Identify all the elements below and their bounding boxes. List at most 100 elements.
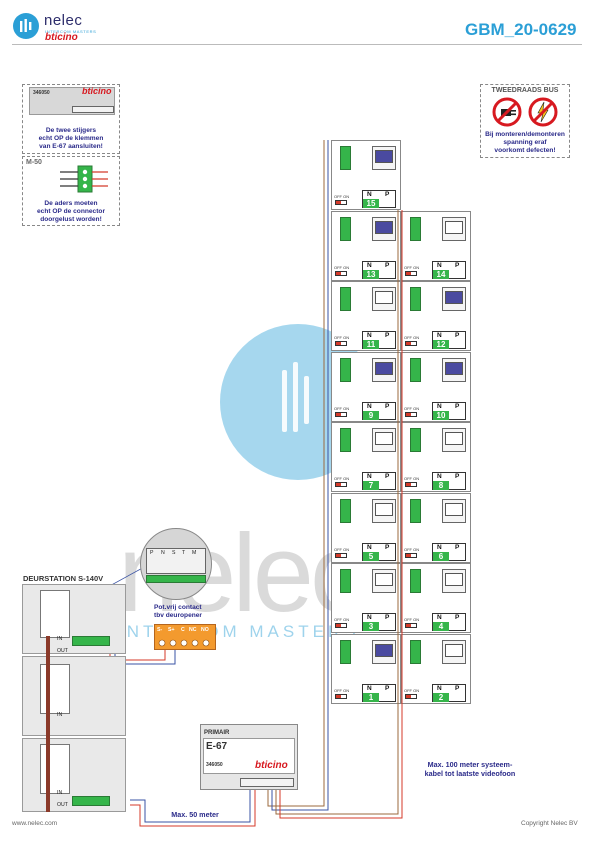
monitor-number: 11 <box>363 340 379 349</box>
dip-switch-knob <box>336 553 341 557</box>
door-cable-riser <box>46 636 50 812</box>
np-label-n: N <box>367 684 372 692</box>
monitor-screen <box>375 643 393 657</box>
conn-term-m: M <box>192 550 197 556</box>
monitor-screen <box>375 573 393 586</box>
monitor-connector <box>410 357 421 382</box>
door-terminal-block-1 <box>72 636 110 646</box>
monitor-unit-10: N P 10 OFF ON <box>401 351 471 422</box>
monitor-unit-4: N P 4 OFF ON <box>401 563 471 633</box>
monitor-screen <box>375 150 393 163</box>
dip-switch-knob <box>336 412 341 416</box>
note-stijgers-line3: van E-67 aansluiten! <box>39 143 103 150</box>
note-m50-line2: echt OP de connector <box>36 208 106 215</box>
np-label-p: P <box>385 473 390 480</box>
conn-term-t: T <box>182 550 186 556</box>
offon-label: OFF ON <box>334 264 350 270</box>
monitor-unit-9: N P 9 OFF ON <box>331 351 401 422</box>
monitor-screen <box>375 291 393 304</box>
monitor-connector <box>410 569 421 593</box>
monitor-number: 7 <box>363 481 379 490</box>
monitor-number: 2 <box>433 692 449 702</box>
dip-switch-knob <box>406 694 411 698</box>
footer-website: www.nelec.com <box>12 820 58 827</box>
relay-term-s-plus: S+ <box>168 627 175 633</box>
offon-label: OFF ON <box>334 546 350 552</box>
np-label-n: N <box>437 684 442 692</box>
monitor-unit-15: N P 15 OFF ON <box>331 140 401 210</box>
dip-switch <box>405 482 417 487</box>
e67-name: E-67 <box>206 741 228 752</box>
np-label-p: P <box>385 684 390 692</box>
offon-label: OFF ON <box>404 335 420 340</box>
dip-switch <box>405 693 417 699</box>
dip-switch-knob <box>336 271 341 275</box>
np-label-p: P <box>385 614 390 621</box>
note-warning <box>480 84 570 158</box>
monitor-connector <box>340 287 351 311</box>
door-in-label-2: IN <box>57 712 63 718</box>
np-label-p: P <box>385 191 390 198</box>
monitor-screen <box>445 432 463 445</box>
dip-switch-knob <box>406 553 411 557</box>
monitor-unit-6: N P 6 OFF ON <box>401 492 471 563</box>
monitor-number: 4 <box>433 622 449 631</box>
note-stijgers-line1: De twee stijgers <box>45 127 97 134</box>
monitor-screen <box>445 220 463 234</box>
door-station-title: DEURSTATION S-140V <box>23 574 104 583</box>
cable-label-100m-line1: Max. 100 meter systeem- <box>427 760 513 769</box>
monitor-screen <box>445 502 463 516</box>
monitor-connector <box>410 216 421 241</box>
np-label-n: N <box>437 543 442 551</box>
offon-label: OFF ON <box>334 687 350 693</box>
np-label-p: P <box>455 332 460 339</box>
np-label-p: P <box>455 473 460 480</box>
relay-term-c: C <box>181 627 185 633</box>
conn-term-s: S <box>172 550 176 556</box>
monitor-unit-3: N P 3 OFF ON <box>331 563 401 633</box>
np-label-p: P <box>455 543 460 551</box>
monitor-number: 6 <box>433 551 449 561</box>
monitor-number: 14 <box>433 269 449 279</box>
cable-label-100m-line2: kabel tot laatste videofoon <box>424 769 516 778</box>
monitor-screen <box>375 220 393 234</box>
np-label-p: P <box>385 543 390 551</box>
e67-brand: bticino <box>255 760 288 771</box>
np-label-p: P <box>455 684 460 692</box>
relay-term-no: NO <box>201 627 209 633</box>
np-label-p: P <box>455 261 460 269</box>
relay-caption-line2: tbv deuropener <box>154 612 202 619</box>
door-out-label-3: OUT <box>57 802 68 808</box>
m50-connector-icon <box>60 165 108 193</box>
monitor-number: 10 <box>433 410 449 420</box>
offon-label: OFF ON <box>404 264 420 270</box>
dip-switch-knob <box>336 624 341 627</box>
note-m50-title: M-50 <box>26 159 42 166</box>
note-m50-line3: doorgelust worden! <box>40 216 102 223</box>
offon-label: OFF ON <box>404 476 420 481</box>
monitor-screen <box>445 361 463 375</box>
np-label-n: N <box>367 261 372 269</box>
offon-label: OFF ON <box>404 546 420 552</box>
monitor-unit-8: N P 8 OFF ON <box>401 422 471 492</box>
e67-terminals <box>240 778 294 787</box>
door-module-1 <box>40 590 70 638</box>
monitor-screen <box>445 291 463 304</box>
np-label-n: N <box>367 543 372 551</box>
monitor-unit-13: N P 13 OFF ON <box>331 210 401 281</box>
relay-screws <box>158 639 210 647</box>
connector-zoom-green <box>146 575 206 583</box>
offon-label: OFF ON <box>334 405 350 411</box>
monitor-connector <box>410 428 421 452</box>
dip-switch-knob <box>406 412 411 416</box>
brand-tagline: INTERCOM MASTERS <box>45 29 97 34</box>
relay-term-s-minus: S- <box>157 627 163 633</box>
np-label-p: P <box>455 402 460 410</box>
np-label-p: P <box>385 261 390 269</box>
np-label-n: N <box>437 402 442 410</box>
np-label-p: P <box>385 332 390 339</box>
connector-zoom-block <box>146 548 206 574</box>
monitor-unit-11: N P 11 OFF ON <box>331 281 401 351</box>
e67-code: 346050 <box>206 762 223 768</box>
offon-label: OFF ON <box>334 335 350 340</box>
